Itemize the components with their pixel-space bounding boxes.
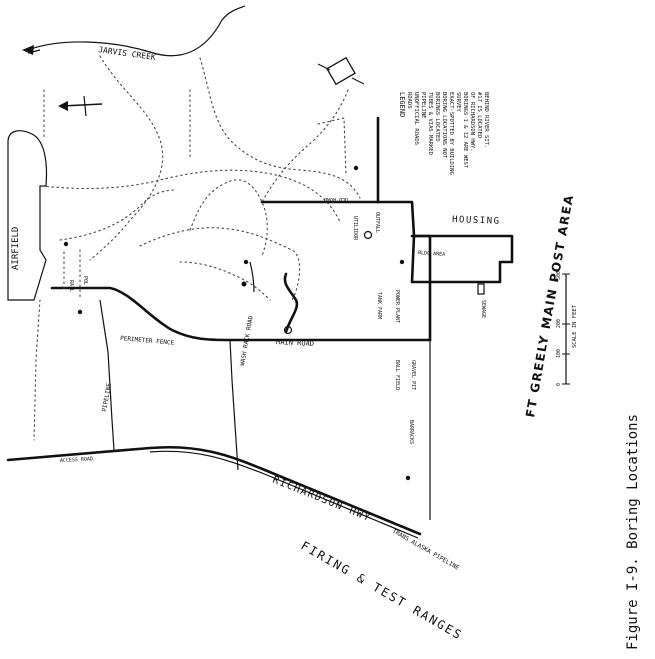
housing-road[interactable] (410, 234, 514, 284)
firing-ranges-sublabel: TRANS ALASKA PIPELINE (391, 528, 461, 572)
unofficial-road-9 (33, 89, 45, 441)
power-plant-label: POWER PLANT (394, 290, 400, 323)
main-road-label: MAIN ROAD (276, 338, 314, 348)
legend-line: ROADS (406, 92, 412, 109)
housing-label: HOUSING (452, 215, 501, 227)
boring-marker (399, 259, 405, 265)
figure-caption: Figure I-9. Boring Locations (625, 414, 641, 650)
jarvis-creek-label: JARVIS CREEK (98, 45, 157, 62)
legend-line: EXACT-SPOTTED BY BUILDING (448, 92, 454, 175)
boring-marker (405, 475, 411, 481)
tank-farm-label: TANK FARM (376, 292, 382, 319)
boring-marker (363, 230, 373, 240)
legend-line: TUBES & VIAS MARKED (427, 92, 433, 155)
map-title: FT GREELY MAIN POST AREA (523, 193, 576, 419)
scale-tick: 200 (556, 319, 562, 328)
unofficial-road-3 (199, 57, 361, 199)
access-road-label: ACCESS ROAD (60, 456, 93, 464)
unofficial-road-2 (89, 55, 164, 261)
sewage-label: SEWAGE (480, 300, 486, 318)
boring-marker (353, 165, 359, 171)
legend-line: BORINGS LOCATED (434, 92, 440, 142)
unofficial-road-6 (59, 189, 177, 241)
outfall-label: OUTFALL (374, 212, 380, 233)
airfield-label: AIRFIELD (11, 227, 21, 270)
unofficial-road-11 (63, 249, 81, 301)
richardson-hwy-edge (149, 450, 419, 539)
pipeline-label: PIPELINE (101, 382, 113, 412)
legend-line: #17 IS LOCATED (476, 92, 482, 138)
perimeter-label: PERIMETER FENCE (120, 335, 175, 347)
legend-line: PIPELINE (420, 92, 426, 119)
jarvis-creek-line (27, 5, 246, 57)
legend-line: BORINGS 1 & 12 ARE WEST (462, 92, 468, 169)
airfield-outline (7, 130, 48, 301)
scale-tick: 0 (556, 383, 562, 386)
scale-label: SCALE IN FEET (572, 304, 578, 348)
tank-marker (477, 283, 485, 295)
legend-line: UNOFFICIAL ROADS (413, 92, 419, 145)
richardson-hwy-line[interactable] (6, 445, 422, 536)
boring-marker (63, 241, 69, 247)
legend-line: BORING LOCATIONS NOT (441, 92, 447, 159)
unofficial-road-7 (261, 89, 349, 203)
legend-heading: LEGEND (398, 92, 406, 117)
short-road[interactable] (249, 261, 255, 293)
scale-tick: 500 (556, 271, 562, 280)
unofficial-road-1 (41, 169, 341, 223)
legend-line: SURVEY (455, 92, 461, 113)
water-tank-structure (317, 56, 365, 86)
boring-marker (283, 325, 293, 335)
boring-marker (241, 281, 247, 287)
legend-line: BEHIND RIVER SIT. (483, 92, 489, 148)
boring-marker (77, 309, 83, 315)
creek-arrow-icon (22, 45, 34, 55)
scale-tick: 100 (556, 349, 562, 358)
wash-rack-road[interactable] (229, 339, 239, 471)
boring-markers (63, 165, 485, 481)
unofficial-road-10 (189, 89, 347, 177)
utilidor-label: UTILIDOR (352, 216, 358, 241)
legend-line: OF RICHARDSON HWY. (469, 92, 475, 152)
unofficial-road-4 (139, 227, 301, 301)
richardson-hwy-label: RICHARDSON HWY (271, 475, 373, 525)
caption-text: Figure I-9. Boring Locations (625, 413, 642, 651)
spur-road[interactable] (283, 272, 299, 334)
gravel-pit-label: GRAVEL PIT (410, 360, 416, 390)
scale-bar: 0 100 200 500 SCALE IN FEET (556, 271, 578, 386)
north-road-line[interactable] (260, 200, 416, 238)
main-road-line[interactable] (50, 286, 432, 342)
pipeline-line (99, 299, 115, 451)
unofficial-road-5 (179, 261, 271, 301)
rail-label: RAIL (68, 280, 74, 292)
north-arrow-icon (58, 95, 103, 117)
fuel-label: POL (82, 276, 88, 285)
unofficial-road-8 (189, 179, 268, 257)
barracks-label: BARRACKS (408, 420, 414, 444)
boring-marker (243, 259, 249, 265)
bldg-area-label: BLDG AREA (418, 250, 445, 258)
old-road-label: OLD ROAD (324, 196, 348, 202)
ball-field-label: BALL FIELD (394, 360, 400, 390)
legend: LEGEND ROADS UNOFFICIAL ROADS PIPELINE T… (398, 92, 489, 175)
